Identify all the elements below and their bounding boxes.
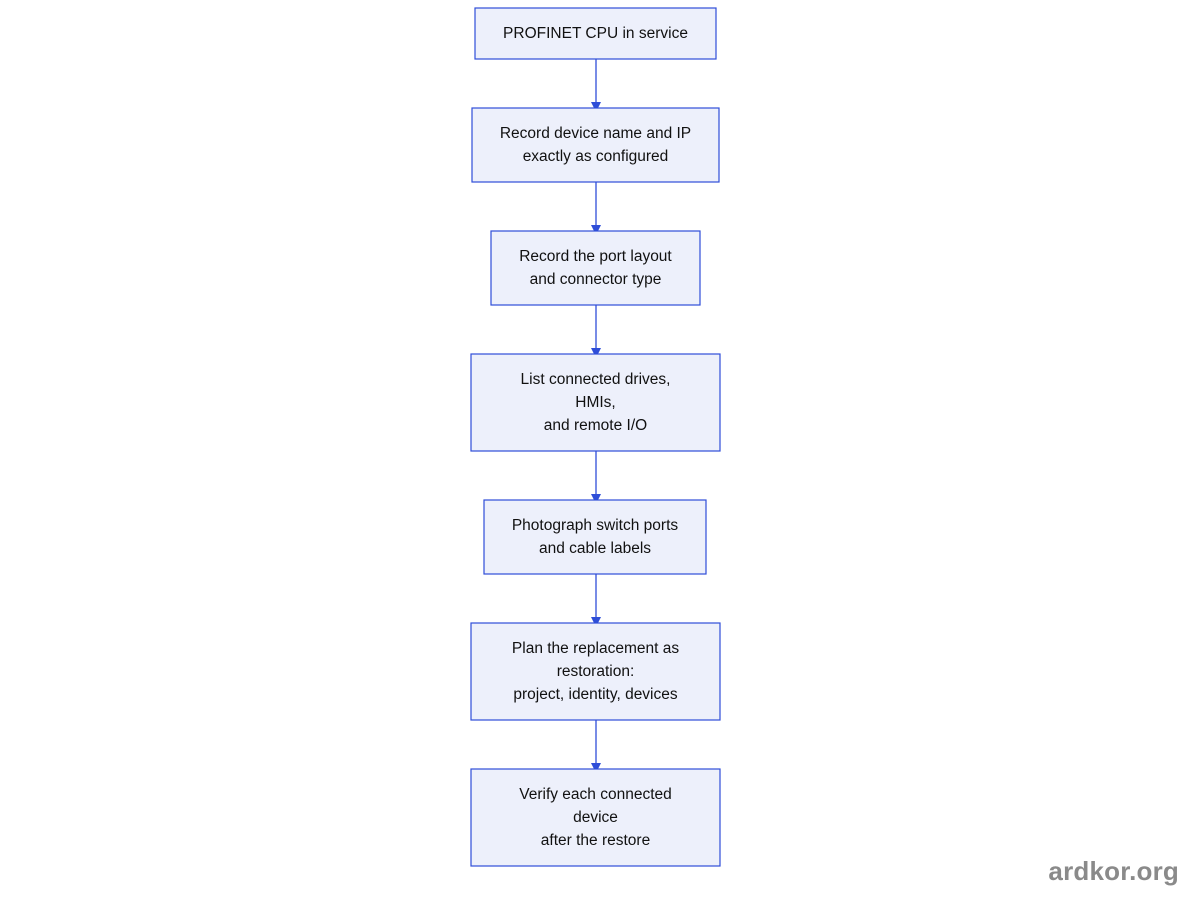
flow-node-box xyxy=(474,7,717,60)
flow-node-label: Photograph switch ports xyxy=(512,517,679,534)
flow-node-label: restoration: xyxy=(557,663,635,680)
flow-node-label: PROFINET CPU in service xyxy=(503,25,688,42)
flow-node-3: Record the port layout and connector type xyxy=(490,230,701,306)
flow-node-2: Record device name and IP exactly as conf… xyxy=(471,107,720,183)
flow-node-label: and cable labels xyxy=(539,540,651,557)
flow-node-label: exactly as configured xyxy=(523,148,669,165)
flow-node-box xyxy=(490,230,701,306)
watermark-text: ardkor.org xyxy=(1048,856,1179,886)
flow-node-box xyxy=(483,499,707,575)
flow-node-label: Verify each connected xyxy=(519,786,672,803)
flow-node-box xyxy=(471,107,720,183)
flow-node-box xyxy=(470,353,721,452)
flow-node-label: Plan the replacement as xyxy=(512,640,679,657)
flow-node-5: Photograph switch ports and cable labels xyxy=(483,499,707,575)
flow-node-label: project, identity, devices xyxy=(513,686,678,703)
flow-node-7: Verify each connected device after the res… xyxy=(470,768,721,867)
flow-node-label: and connector type xyxy=(530,271,662,288)
flow-node-label: and remote I/O xyxy=(544,417,647,434)
flow-node-6: Plan the replacement as restoration: proje… xyxy=(470,622,721,721)
flow-node-1: PROFINET CPU in service xyxy=(474,7,717,60)
flow-node-label: Record device name and IP xyxy=(500,125,691,142)
flow-node-label: device xyxy=(573,809,618,826)
flow-node-box xyxy=(470,768,721,867)
flow-node-4: List connected drives, HMIs, and remote I/… xyxy=(470,353,721,452)
flow-node-label: after the restore xyxy=(541,832,650,849)
flow-node-label: Record the port layout xyxy=(519,248,672,265)
flow-node-box xyxy=(470,622,721,721)
flow-node-label: List connected drives, xyxy=(521,371,671,388)
flow-node-label: HMIs, xyxy=(575,394,615,411)
